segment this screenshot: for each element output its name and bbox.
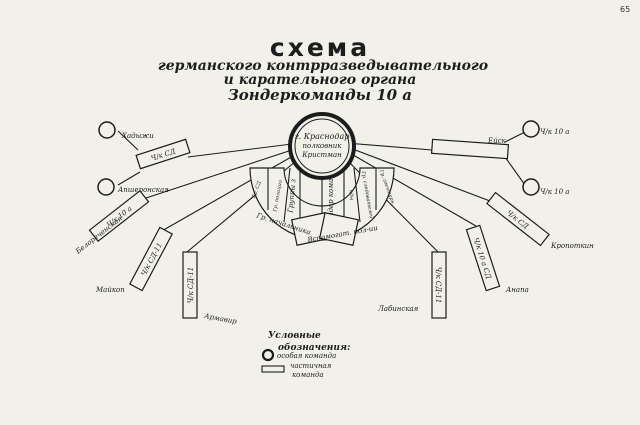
line-right-box4 xyxy=(342,155,441,255)
legend-circle-symbol xyxy=(261,348,275,362)
node-circle xyxy=(522,120,540,138)
node-circle xyxy=(97,178,115,196)
line-right-box3 xyxy=(347,151,477,227)
node-label-right-c2: Ч/к 10 а xyxy=(540,188,569,196)
node-box xyxy=(430,138,510,160)
center-city: г. Краснодар xyxy=(295,132,350,141)
legend-item-partial-a: частичная xyxy=(290,362,332,370)
node-box xyxy=(135,138,191,170)
legend-item-partial-b: команда xyxy=(292,371,324,379)
left-nodes: Хадыжи Апшеронская Ч/к СД Ч/к 10 а Белор… xyxy=(74,121,238,326)
center-rank: полковник xyxy=(303,142,343,150)
fan-divider xyxy=(283,167,291,223)
node-box xyxy=(182,251,198,319)
node-place-belorechensk: Белореченская xyxy=(74,214,125,256)
legend: Условные обозначения: особая команда час… xyxy=(261,331,350,379)
node-box xyxy=(128,226,174,292)
center-node: г. Краснодар полковник Кристман xyxy=(288,112,356,180)
title-line1: схема xyxy=(270,33,370,62)
center-circle xyxy=(288,112,356,180)
fan-label-right-group: ондер кома xyxy=(327,179,335,221)
fan-divider xyxy=(353,167,361,223)
fan-label-police: Гр. полиции xyxy=(272,179,284,213)
line-right-box1 xyxy=(345,142,433,151)
node-circle xyxy=(98,121,116,139)
center-inner-ring xyxy=(294,118,350,174)
node-place-labinskaya: Лабинская xyxy=(377,305,419,313)
node-place-maikop: Майкоп xyxy=(95,286,125,294)
node-box-label: Ч/к СД-11 xyxy=(434,267,442,304)
fan-label-left-group: Группы з xyxy=(286,178,297,214)
line-left-box1 xyxy=(187,142,301,158)
title-line3: и карательного органа xyxy=(224,72,417,88)
line-hadyzhi xyxy=(117,130,139,151)
node-label-apsheronsk: Апшеронская xyxy=(117,186,169,194)
line-right-box2 xyxy=(349,147,491,202)
connector-lines xyxy=(117,130,526,255)
node-box xyxy=(88,189,150,243)
title-line2: германского контрразведывательного xyxy=(158,58,488,74)
line-right-c1 xyxy=(504,131,526,143)
node-box-label: Ч/к СД-11 xyxy=(187,267,195,304)
legend-item-special: особая команда xyxy=(277,352,336,360)
legend-heading1: Условные xyxy=(268,331,321,341)
node-place-eisk: Ейск xyxy=(487,137,507,145)
node-box xyxy=(486,191,550,247)
line-right-c2 xyxy=(504,156,526,186)
node-place-armavir: Армавир xyxy=(203,312,238,326)
node-place-kropotkin: Кропоткин xyxy=(550,242,594,250)
fan-label-suffix: нды xyxy=(348,189,355,200)
title-line4: Зондеркоманды 10 а xyxy=(228,86,412,104)
node-label-right-c1: Ч/к 10 а xyxy=(540,128,569,136)
line-left-box3 xyxy=(159,151,301,233)
line-apsheronsk xyxy=(117,171,141,186)
line-left-box2 xyxy=(145,147,299,199)
node-place-anapa: Анапа xyxy=(505,286,529,294)
legend-heading2: обозначения: xyxy=(278,342,350,353)
node-circle xyxy=(522,178,540,196)
node-box xyxy=(465,224,501,292)
right-nodes: Ч/к 10 а Ч/к 10 а Ейск Ч/к СД Кропоткин … xyxy=(377,120,594,319)
node-label-hadyzhi: Хадыжи xyxy=(121,132,154,140)
node-box xyxy=(431,251,447,319)
page-number: 65 xyxy=(620,5,630,14)
center-name: Кристман xyxy=(301,151,342,159)
fan-block-right xyxy=(318,212,360,246)
legend-box-symbol xyxy=(261,365,285,373)
